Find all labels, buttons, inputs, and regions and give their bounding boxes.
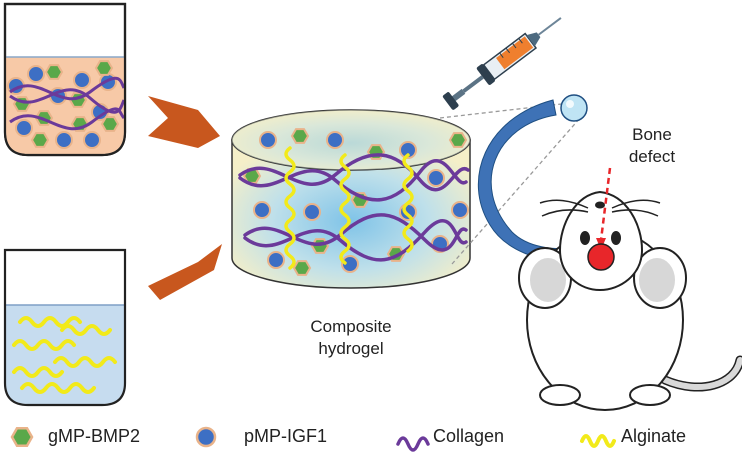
- pmp-igf1-particle: [427, 169, 445, 187]
- pmp-igf1-particle: [55, 131, 73, 149]
- gmp-bmp2-particle: [30, 132, 50, 148]
- legend-alginate-icon: [580, 434, 616, 448]
- gmp-bmp2-particle: [310, 238, 330, 254]
- gmp-bmp2-particle: [100, 116, 120, 132]
- composite-hydrogel-cylinder: [231, 109, 471, 289]
- arrow-beaker1-to-hydrogel: [148, 96, 220, 148]
- bone-label-line2: defect: [628, 147, 676, 166]
- hydrogel-droplet: [560, 94, 588, 122]
- pmp-igf1-particle: [73, 71, 91, 89]
- defect-pointer: [599, 167, 612, 241]
- pmp-igf1-particle: [15, 119, 33, 137]
- pmp-igf1-particle: [451, 201, 469, 219]
- gmp-bmp2-particle: [290, 128, 310, 144]
- bone-defect-label: Bone defect: [612, 124, 692, 168]
- bone-defect-marker: [587, 243, 615, 271]
- legend-gmp-bmp2-icon: [10, 427, 34, 447]
- pmp-igf1-particle: [259, 131, 277, 149]
- legend-collagen-label: Collagen: [433, 426, 505, 446]
- legend-gmp-bmp2-label: gMP-BMP2: [48, 426, 141, 446]
- pmp-igf1-particle: [399, 141, 417, 159]
- legend-collagen-icon: [396, 436, 430, 452]
- pmp-igf1-particle: [341, 255, 359, 273]
- bone-label-line1: Bone: [632, 125, 672, 144]
- composite-label-line2: hydrogel: [318, 339, 384, 358]
- legend-alginate-label: Alginate: [621, 426, 687, 446]
- legend-pmp-igf1-icon: [195, 426, 217, 448]
- pmp-igf1-particle: [303, 203, 321, 221]
- beaker-collagen: [3, 2, 127, 157]
- pmp-igf1-particle: [83, 131, 101, 149]
- composite-hydrogel-label: Composite hydrogel: [296, 316, 406, 360]
- gmp-bmp2-particle: [292, 260, 312, 276]
- syringe-icon: [442, 17, 562, 110]
- beaker-alginate: [3, 248, 127, 407]
- composite-label-line1: Composite: [310, 317, 392, 336]
- gmp-bmp2-particle: [448, 132, 468, 148]
- legend-pmp-igf1-label: pMP-IGF1: [244, 426, 328, 446]
- arrow-beaker2-to-hydrogel: [148, 244, 222, 300]
- collagen-strand: [9, 107, 126, 131]
- rat-illustration: [518, 190, 742, 411]
- collagen-strand: [9, 76, 126, 101]
- gmp-bmp2-particle: [44, 64, 64, 80]
- pmp-igf1-particle: [399, 203, 417, 221]
- pmp-igf1-particle: [27, 65, 45, 83]
- zoom-lines: [439, 102, 581, 265]
- pmp-igf1-particle: [253, 201, 271, 219]
- pmp-igf1-particle: [326, 131, 344, 149]
- pmp-igf1-particle: [267, 251, 285, 269]
- gmp-bmp2-particle: [94, 60, 114, 76]
